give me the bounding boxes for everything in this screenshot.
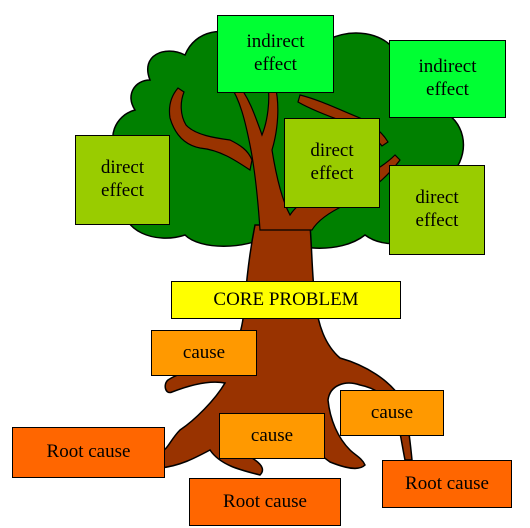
root-cause-box-1: Root cause	[12, 427, 165, 478]
root-cause-box-3: Root cause	[382, 460, 512, 508]
indirect-effect-box-1: indirect effect	[217, 15, 334, 93]
cause-box-3: cause	[340, 390, 444, 436]
root-cause-box-2: Root cause	[189, 478, 341, 526]
direct-effect-box-1: direct effect	[75, 135, 170, 225]
direct-effect-box-3: direct effect	[389, 165, 485, 255]
cause-box-1: cause	[151, 330, 257, 376]
tree-branch-left	[168, 87, 253, 171]
direct-effect-box-2: direct effect	[284, 118, 380, 208]
cause-box-2: cause	[219, 413, 325, 459]
core-problem-box: CORE PROBLEM	[171, 281, 401, 319]
indirect-effect-box-2: indirect effect	[389, 40, 506, 118]
